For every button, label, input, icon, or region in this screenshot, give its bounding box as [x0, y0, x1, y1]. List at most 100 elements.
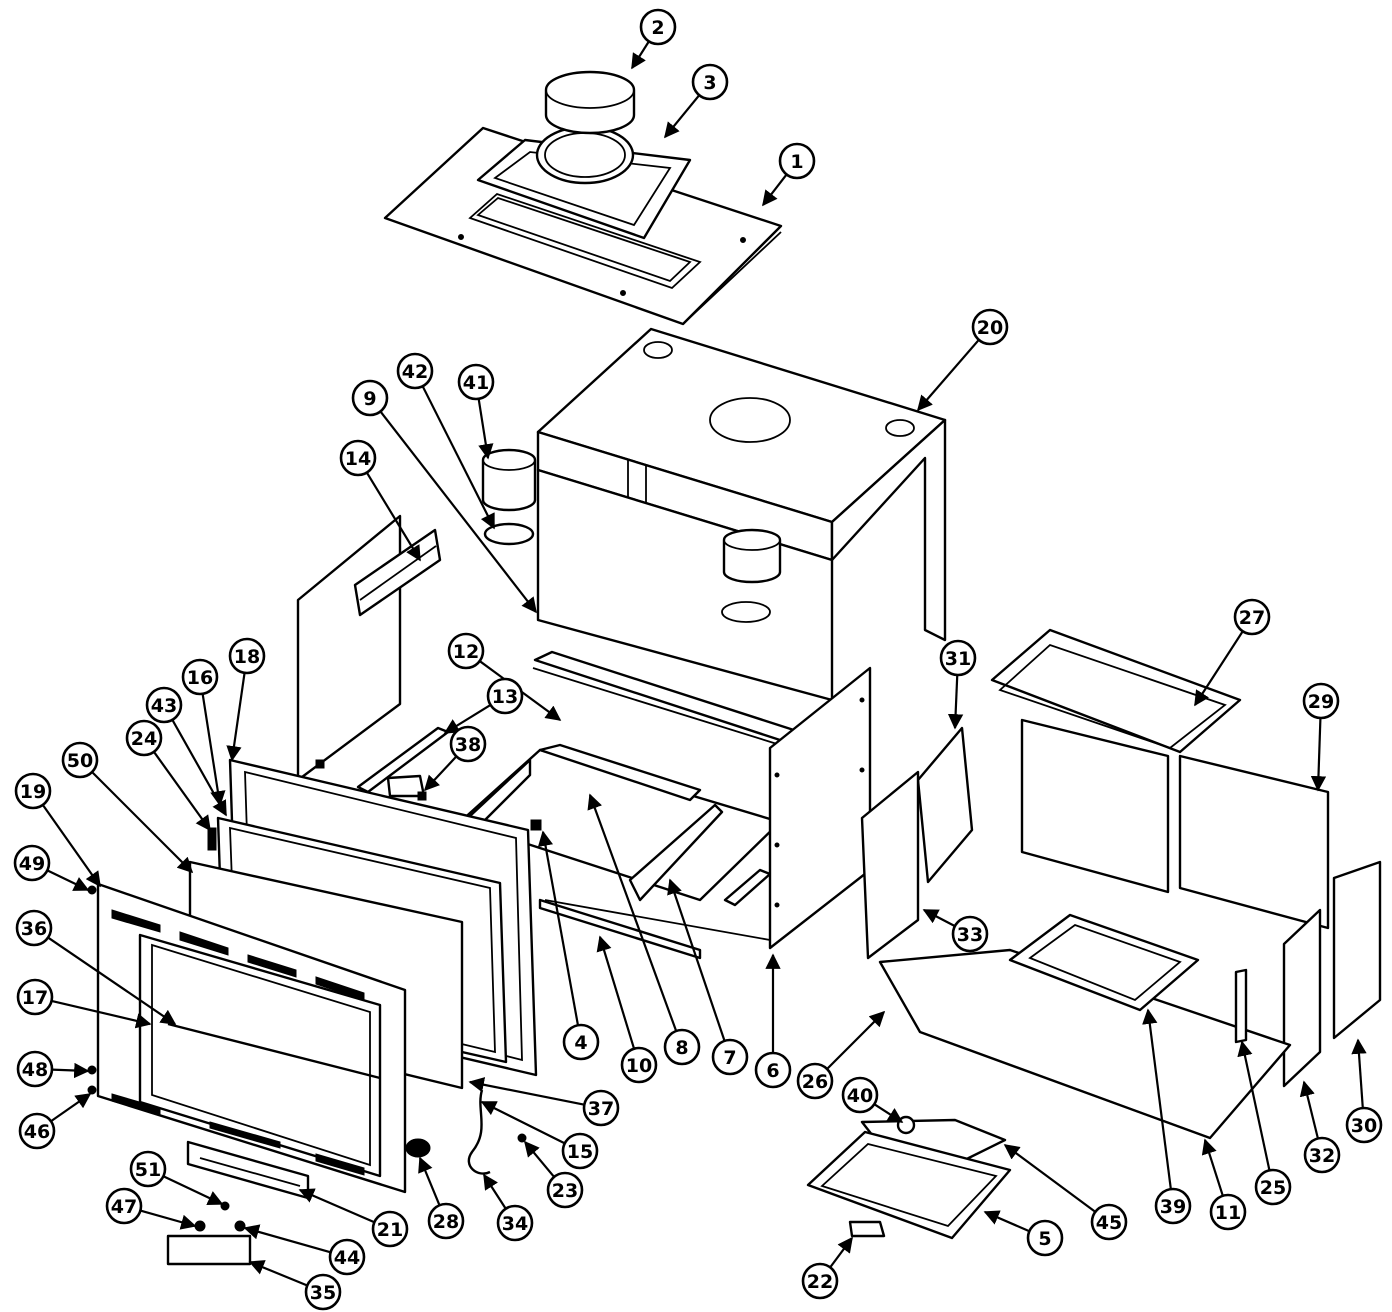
- callout-circle-42: [396, 352, 434, 390]
- leader-line-20: [916, 339, 980, 412]
- callout-circle-4: [562, 1023, 600, 1061]
- callout-17: 17: [16, 978, 152, 1029]
- callout-circle-47: [105, 1187, 143, 1225]
- callout-circle-16: [181, 658, 219, 696]
- callout-circle-5: [1026, 1219, 1064, 1257]
- callout-circle-6: [754, 1051, 792, 1089]
- callout-circle-37: [582, 1089, 620, 1127]
- callout-34: 34: [483, 1173, 534, 1242]
- screw-44: [234, 1220, 246, 1232]
- callout-number: 46: [24, 1121, 50, 1143]
- callout-circle-27: [1233, 598, 1271, 636]
- leader-line-34: [483, 1173, 507, 1210]
- leader-line-37: [468, 1077, 585, 1106]
- callout-circle-24: [125, 719, 163, 757]
- screw-46: [87, 1085, 97, 1095]
- callout-number: 47: [111, 1196, 137, 1218]
- callout-3: 3: [664, 63, 729, 139]
- callout-circle-36: [15, 909, 53, 947]
- leader-line-11: [1201, 1138, 1224, 1197]
- leader-line-22: [829, 1236, 853, 1269]
- callout-35: 35: [248, 1260, 342, 1311]
- front-face: [96, 882, 407, 1194]
- callout-number: 26: [802, 1071, 828, 1093]
- frame-30: [1332, 860, 1382, 1040]
- callout-number: 8: [675, 1037, 688, 1059]
- callout-circle-31: [939, 639, 977, 677]
- leader-line-45: [1003, 1144, 1096, 1213]
- callout-number: 4: [574, 1032, 587, 1054]
- leader-line-51: [162, 1175, 224, 1206]
- callout-number: 49: [19, 853, 45, 875]
- callout-circle-21: [371, 1210, 409, 1248]
- leader-line-13: [443, 703, 492, 734]
- callout-circle-23: [546, 1171, 584, 1209]
- leader-line-30: [1351, 1038, 1367, 1109]
- callout-51: 51: [129, 1150, 224, 1206]
- leader-line-18: [226, 672, 246, 762]
- leader-line-43: [171, 719, 227, 817]
- callout-number: 37: [588, 1098, 614, 1120]
- callout-circle-19: [14, 772, 52, 810]
- callout-circle-40: [841, 1076, 879, 1114]
- callout-number: 16: [187, 667, 213, 689]
- callout-circle-38: [449, 725, 487, 763]
- callout-number: 19: [20, 781, 46, 803]
- leader-line-44: [243, 1224, 331, 1254]
- callout-1: 1: [762, 142, 816, 207]
- leader-line-28: [418, 1156, 441, 1206]
- callout-number: 35: [310, 1282, 336, 1304]
- screw-47: [194, 1220, 206, 1232]
- callout-circle-49: [13, 844, 51, 882]
- leader-line-41: [477, 398, 494, 460]
- callout-number: 32: [1309, 1145, 1335, 1167]
- callout-number: 10: [626, 1055, 652, 1077]
- callout-31: 31: [939, 639, 977, 730]
- callout-21: 21: [298, 1188, 409, 1248]
- callout-11: 11: [1201, 1138, 1247, 1231]
- callout-number: 33: [957, 924, 983, 946]
- leader-line-7: [667, 878, 726, 1042]
- callout-number: 40: [847, 1085, 873, 1107]
- leader-line-9: [379, 410, 537, 614]
- leader-line-17: [51, 999, 152, 1029]
- callout-circle-8: [663, 1028, 701, 1066]
- callout-26: 26: [796, 1010, 886, 1100]
- callout-number: 11: [1215, 1202, 1241, 1224]
- callout-number: 24: [131, 728, 157, 750]
- bracket-38: [386, 774, 427, 801]
- grate-39: [1008, 913, 1200, 1012]
- callout-36: 36: [15, 909, 177, 1025]
- callout-circle-41: [457, 363, 495, 401]
- callout-circle-30: [1345, 1106, 1383, 1144]
- screw-23: [517, 1133, 527, 1143]
- callout-13: 13: [443, 677, 524, 734]
- screw-40: [896, 1115, 916, 1135]
- callout-8: 8: [587, 793, 701, 1066]
- callout-number: 30: [1351, 1115, 1377, 1137]
- callout-7: 7: [667, 878, 749, 1076]
- frame-32: [1282, 908, 1322, 1088]
- clip-24: [207, 827, 217, 851]
- callout-number: 44: [334, 1247, 360, 1269]
- leader-line-24: [153, 751, 211, 832]
- callout-40: 40: [841, 1076, 904, 1123]
- callout-number: 39: [1160, 1196, 1186, 1218]
- plate-35: [166, 1234, 252, 1266]
- collar-ring: [544, 70, 636, 135]
- callout-4: 4: [537, 830, 600, 1061]
- callout-circle-14: [339, 439, 377, 477]
- callout-circle-11: [1209, 1193, 1247, 1231]
- callout-circle-18: [228, 637, 266, 675]
- callout-15: 15: [480, 1101, 599, 1170]
- leader-line-8: [587, 793, 678, 1032]
- screw-48: [87, 1065, 97, 1075]
- leader-line-27: [1194, 630, 1244, 707]
- callout-number: 51: [135, 1159, 161, 1181]
- leader-line-48: [51, 1062, 90, 1079]
- callout-circle-44: [328, 1238, 366, 1276]
- callout-16: 16: [181, 658, 226, 807]
- leader-line-10: [596, 935, 636, 1050]
- callout-14: 14: [339, 439, 421, 562]
- callout-number: 14: [345, 448, 371, 470]
